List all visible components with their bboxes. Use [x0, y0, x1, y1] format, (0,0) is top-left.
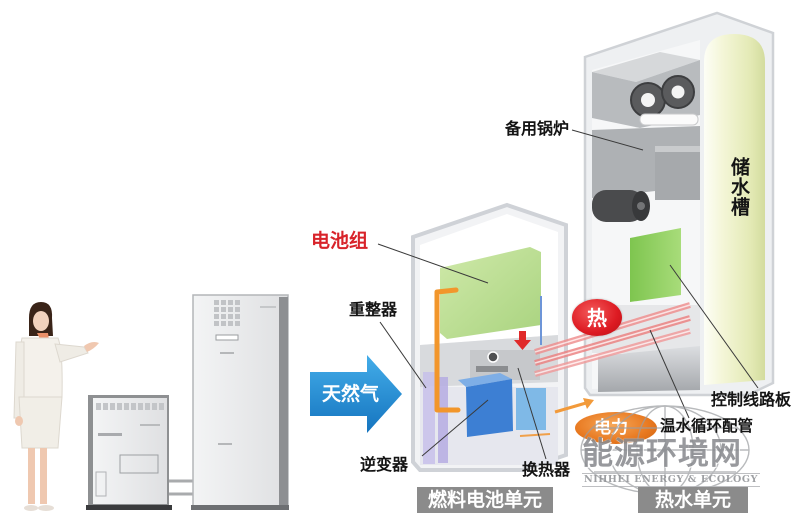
- inverter-top: [458, 373, 512, 387]
- heat-badge-label: 热: [587, 305, 607, 330]
- unit-marking: [220, 352, 234, 354]
- unit-casing: [192, 294, 289, 510]
- boiler-bracket: [655, 150, 700, 200]
- heat-badge: 热: [572, 299, 622, 336]
- boiler-fan: [661, 75, 695, 109]
- reformer-column: [423, 372, 435, 464]
- heat-exchanger-pipe: [519, 433, 551, 437]
- watermark-subtitle: NIHHEI ENERGY & ECOLOGY: [582, 473, 760, 487]
- leader-control-board: [669, 264, 759, 389]
- leader-lines: [377, 129, 759, 460]
- boiler-bracket-top: [655, 146, 700, 152]
- fuel-cell-mid-component: [470, 350, 540, 380]
- presenter-hand: [84, 342, 99, 352]
- reformer-column: [438, 377, 448, 463]
- hot-water-unit-cutaway: [583, 11, 775, 397]
- hot-water-base-block: [598, 346, 700, 392]
- presenter-shoe: [24, 505, 38, 511]
- hot-water-unit-caption-text: 热水单元: [654, 488, 731, 511]
- power-flow-arrow: [554, 398, 594, 414]
- natural-gas-label: 天然气: [322, 383, 380, 405]
- leader-reformer: [379, 321, 427, 389]
- leader-inverter: [421, 399, 489, 457]
- boiler-burner-cylinder: [592, 190, 650, 222]
- leader-heat-exchanger: [517, 367, 547, 460]
- unit-vents: [96, 403, 164, 410]
- control-board-block: [630, 228, 681, 302]
- presenter-face: [33, 311, 49, 331]
- unit-connector-panel: [95, 471, 107, 497]
- reformer-gas-pipe: [434, 287, 461, 413]
- gas-input-arrow: [310, 355, 402, 433]
- reformer-label: 重整器: [349, 300, 398, 319]
- leader-hot-water-pipe: [649, 329, 690, 419]
- boiler-fan: [630, 82, 666, 118]
- leader-battery-stack: [377, 243, 489, 284]
- fuel-cell-connector: [476, 366, 508, 372]
- inverter-block: [466, 379, 513, 437]
- unit-side-strip: [279, 297, 288, 508]
- product-connecting-pipes: [169, 479, 194, 496]
- backup-boiler-label: 备用锅炉: [505, 119, 570, 138]
- unit-handle: [215, 334, 239, 341]
- watermark-title: 能源环境网: [582, 436, 742, 472]
- presenter-skirt: [18, 396, 63, 449]
- presenter-right-arm: [54, 343, 89, 363]
- heat-exchanger-label: 换热器: [522, 460, 571, 479]
- presenter-shoe: [38, 505, 54, 511]
- unit-access-panel: [119, 454, 159, 474]
- unit-marking: [140, 424, 160, 426]
- flow-down-arrow: [514, 331, 531, 350]
- boiler-top-face: [592, 52, 700, 82]
- hot-water-unit-caption: 热水单元: [638, 487, 748, 513]
- control-board-label: 控制线路板: [711, 390, 792, 409]
- storage-tank: [704, 34, 765, 385]
- unit-nameplate: [98, 433, 122, 436]
- unit-front-panel: [93, 398, 167, 504]
- fuel-cell-unit-caption-text: 燃料电池单元: [427, 488, 542, 511]
- boiler-vent-bar: [639, 113, 699, 126]
- leader-backup-boiler: [571, 129, 644, 151]
- presenter-leg-left: [28, 448, 35, 504]
- unit-logo: [260, 306, 276, 308]
- presenter-hand-left: [15, 416, 23, 426]
- unit-base: [191, 505, 289, 510]
- hot-water-pipe-label: 温水循环配管: [660, 417, 754, 435]
- unit-base: [86, 505, 172, 510]
- fuel-cell-valve: [487, 351, 499, 363]
- storage-tank-label: 储水槽: [728, 157, 750, 217]
- product-fuel-cell-unit: [86, 395, 172, 510]
- presenter-leg-right: [40, 448, 47, 504]
- presenter-figure: [13, 302, 99, 511]
- fuel-cell-unit-caption: 燃料电池单元: [417, 487, 553, 513]
- battery-stack-label: 电池组: [311, 230, 369, 252]
- inverter-label: 逆变器: [360, 455, 409, 474]
- fuel-cell-unit-cutaway: [411, 202, 568, 472]
- unit-marking: [218, 443, 232, 445]
- product-hot-water-unit: [191, 294, 289, 510]
- battery-stack-block: [440, 247, 541, 339]
- unit-vents: [214, 300, 240, 326]
